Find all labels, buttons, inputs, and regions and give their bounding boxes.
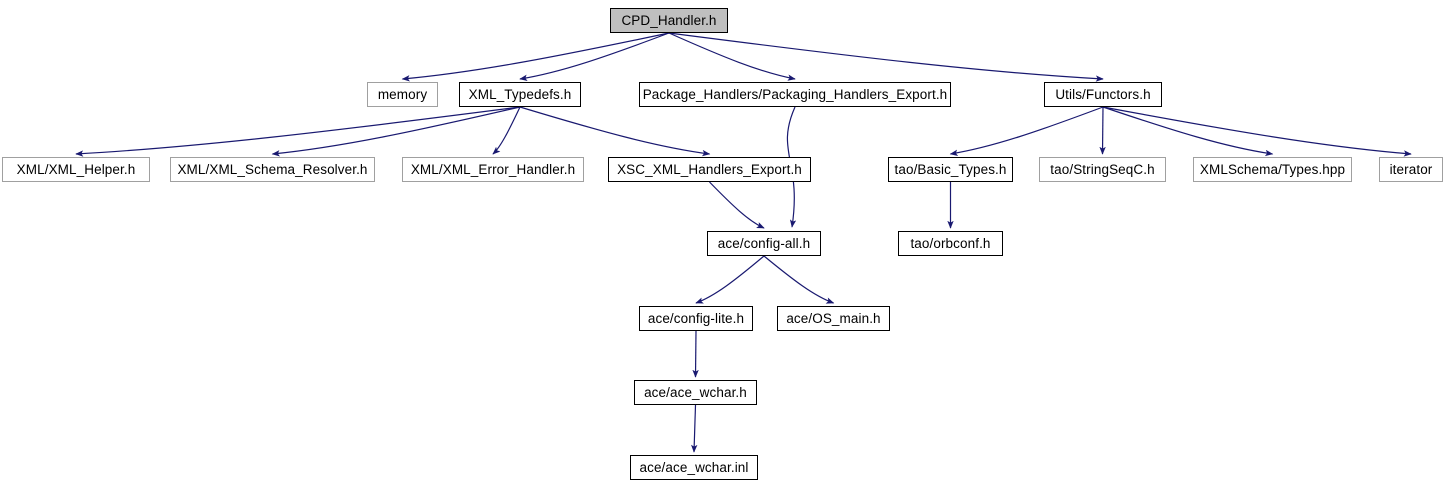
graph-node-iterator[interactable]: iterator <box>1379 157 1443 182</box>
graph-node-label: XMLSchema/Types.hpp <box>1199 161 1346 177</box>
graph-node-xml_typedefs[interactable]: XML_Typedefs.h <box>459 82 581 107</box>
graph-node-label: ace/ace_wchar.h <box>644 384 747 400</box>
graph-edge-utils_functors-to-xmlschema_types <box>1102 106 1274 157</box>
graph-edge-ace_config_all-to-ace_config_lite <box>695 255 765 304</box>
graph-node-label: memory <box>377 86 428 102</box>
graph-edge-cpd_handler-to-memory <box>401 32 670 82</box>
graph-node-xml_error_handler[interactable]: XML/XML_Error_Handler.h <box>402 157 584 182</box>
graph-edge-cpd_handler-to-xml_typedefs <box>519 32 670 81</box>
graph-node-xmlschema_types[interactable]: XMLSchema/Types.hpp <box>1193 157 1352 182</box>
graph-node-label: ace/config-lite.h <box>647 310 745 326</box>
graph-node-label: tao/orbconf.h <box>910 235 991 251</box>
graph-node-xml_helper[interactable]: XML/XML_Helper.h <box>2 157 150 182</box>
graph-node-label: tao/StringSeqC.h <box>1050 161 1155 177</box>
graph-node-tao_stringseqc[interactable]: tao/StringSeqC.h <box>1039 157 1166 182</box>
graph-node-label: CPD_Handler.h <box>621 12 717 28</box>
graph-node-label: XML_Typedefs.h <box>468 86 572 102</box>
graph-node-tao_orbconf[interactable]: tao/orbconf.h <box>898 231 1003 256</box>
graph-edge-utils_functors-to-tao_stringseqc <box>1099 106 1106 155</box>
graph-edge-utils_functors-to-iterator <box>1102 106 1412 157</box>
graph-node-xml_schema_resolver[interactable]: XML/XML_Schema_Resolver.h <box>170 157 375 182</box>
graph-node-label: XML/XML_Schema_Resolver.h <box>177 161 368 177</box>
graph-edge-xml_typedefs-to-xml_schema_resolver <box>271 106 521 157</box>
graph-node-tao_basic_types[interactable]: tao/Basic_Types.h <box>888 157 1013 182</box>
graph-node-label: XSC_XML_Handlers_Export.h <box>617 161 802 177</box>
graph-node-ace_wchar_h[interactable]: ace/ace_wchar.h <box>634 380 757 405</box>
graph-edge-xml_typedefs-to-xml_helper <box>75 106 521 157</box>
graph-node-memory[interactable]: memory <box>367 82 438 107</box>
graph-node-label: iterator <box>1389 161 1433 177</box>
graph-node-label: Package_Handlers/Packaging_Handlers_Expo… <box>642 86 948 102</box>
graph-edge-xml_typedefs-to-xsc_xml_export <box>519 106 711 157</box>
graph-node-utils_functors[interactable]: Utils/Functors.h <box>1044 82 1162 107</box>
graph-edge-ace_wchar_h-to-ace_wchar_inl <box>691 404 698 453</box>
graph-edge-cpd_handler-to-utils_functors <box>668 32 1104 82</box>
graph-node-label: ace/OS_main.h <box>786 310 881 326</box>
graph-node-ace_config_all[interactable]: ace/config-all.h <box>707 231 821 256</box>
graph-node-xsc_xml_export[interactable]: XSC_XML_Handlers_Export.h <box>608 157 811 182</box>
graph-edge-ace_config_lite-to-ace_wchar_h <box>692 330 699 378</box>
graph-edge-xsc_xml_export-to-ace_config_all <box>709 181 765 229</box>
graph-node-label: ace/config-all.h <box>717 235 811 251</box>
graph-node-label: tao/Basic_Types.h <box>894 161 1007 177</box>
graph-node-ace_os_main[interactable]: ace/OS_main.h <box>777 306 890 331</box>
graph-node-label: XML/XML_Helper.h <box>16 161 136 177</box>
graph-node-label: ace/ace_wchar.inl <box>639 459 749 475</box>
graph-node-cpd_handler[interactable]: CPD_Handler.h <box>610 8 728 33</box>
graph-node-label: Utils/Functors.h <box>1055 86 1151 102</box>
graph-edge-cpd_handler-to-packaging_export <box>668 32 796 81</box>
graph-edge-xml_typedefs-to-xml_error_handler <box>492 106 521 155</box>
graph-node-ace_config_lite[interactable]: ace/config-lite.h <box>639 306 753 331</box>
graph-node-label: XML/XML_Error_Handler.h <box>410 161 576 177</box>
graph-node-packaging_export[interactable]: Package_Handlers/Packaging_Handlers_Expo… <box>639 82 951 107</box>
graph-edge-utils_functors-to-tao_basic_types <box>949 106 1104 156</box>
graph-edge-ace_config_all-to-ace_os_main <box>763 255 835 304</box>
graph-node-ace_wchar_inl[interactable]: ace/ace_wchar.inl <box>630 455 758 480</box>
